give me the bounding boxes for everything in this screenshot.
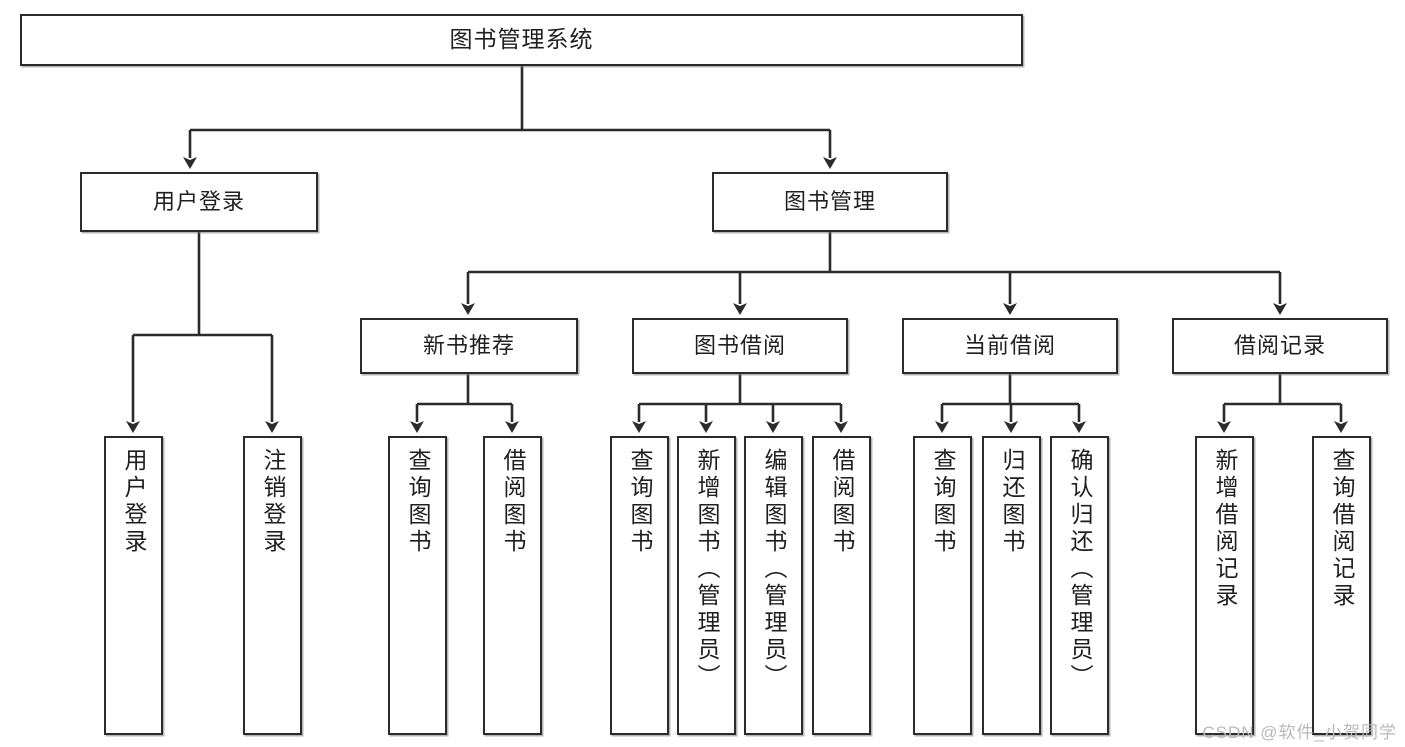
leaf-label: 查询图书 xyxy=(405,448,431,556)
node-book-borrow-label: 图书借阅 xyxy=(693,332,786,358)
node-current-borrow-label: 当前借阅 xyxy=(963,332,1056,358)
node-root-label: 图书管理系统 xyxy=(449,26,594,53)
leaf-label: 查询图书 xyxy=(627,448,653,556)
leaf-label: 新增借阅记录 xyxy=(1212,448,1238,610)
leaf-label: 归还图书 xyxy=(999,448,1025,556)
leaf-book-borrow-edit[interactable]: 编辑图书（管理员） xyxy=(744,436,803,735)
leaf-current-borrow-confirm-return[interactable]: 确认归还（管理员） xyxy=(1050,436,1109,735)
node-borrow-record-label: 借阅记录 xyxy=(1233,332,1326,358)
leaf-current-borrow-return[interactable]: 归还图书 xyxy=(982,436,1041,735)
leaf-label: 借阅图书 xyxy=(500,448,526,556)
leaf-label: 借阅图书 xyxy=(829,448,855,556)
leaf-user-login-login[interactable]: 用户登录 xyxy=(104,436,163,735)
leaf-book-borrow-borrow[interactable]: 借阅图书 xyxy=(812,436,871,735)
node-new-book-recommend[interactable]: 新书推荐 xyxy=(360,318,578,374)
node-book-manage-label: 图书管理 xyxy=(783,188,876,214)
leaf-new-book-borrow[interactable]: 借阅图书 xyxy=(483,436,542,735)
node-book-borrow[interactable]: 图书借阅 xyxy=(632,318,848,374)
node-new-book-recommend-label: 新书推荐 xyxy=(422,332,515,358)
leaf-label: 新增图书（管理员） xyxy=(694,448,720,691)
leaf-book-borrow-query[interactable]: 查询图书 xyxy=(610,436,669,735)
leaf-current-borrow-query[interactable]: 查询图书 xyxy=(913,436,972,735)
node-current-borrow[interactable]: 当前借阅 xyxy=(902,318,1118,374)
leaf-borrow-record-query[interactable]: 查询借阅记录 xyxy=(1312,436,1371,735)
node-book-manage[interactable]: 图书管理 xyxy=(712,172,948,232)
leaf-borrow-record-add[interactable]: 新增借阅记录 xyxy=(1195,436,1254,735)
node-root[interactable]: 图书管理系统 xyxy=(20,14,1023,66)
leaf-new-book-query[interactable]: 查询图书 xyxy=(388,436,447,735)
leaf-label: 注销登录 xyxy=(260,448,286,556)
leaf-label: 查询图书 xyxy=(930,448,956,556)
node-user-login[interactable]: 用户登录 xyxy=(80,172,318,232)
leaf-book-borrow-add[interactable]: 新增图书（管理员） xyxy=(677,436,736,735)
node-borrow-record[interactable]: 借阅记录 xyxy=(1172,318,1388,374)
leaf-label: 查询借阅记录 xyxy=(1329,448,1355,610)
node-user-login-label: 用户登录 xyxy=(152,188,245,214)
leaf-user-login-logout[interactable]: 注销登录 xyxy=(243,436,302,735)
csdn-watermark: CSDN @软件_小贺同学 xyxy=(1202,723,1397,742)
leaf-label: 编辑图书（管理员） xyxy=(761,448,787,691)
leaf-label: 用户登录 xyxy=(121,448,147,556)
leaf-label: 确认归还（管理员） xyxy=(1067,448,1093,691)
